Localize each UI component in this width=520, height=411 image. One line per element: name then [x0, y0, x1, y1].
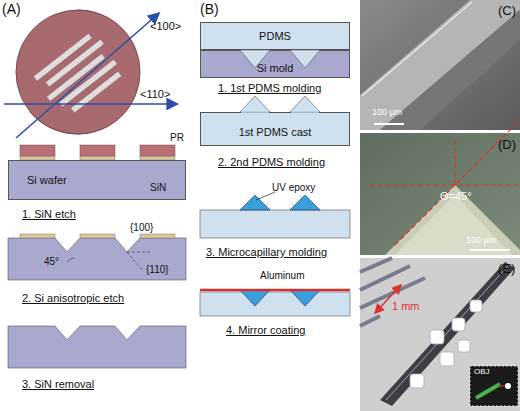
- step-caption: 1. SiN etch: [22, 208, 76, 220]
- step-caption: 2. Si anisotropic etch: [22, 292, 124, 304]
- capillary-photo: [360, 258, 520, 411]
- panel-label: (C): [498, 4, 516, 18]
- mold-layer: Si mold: [200, 50, 350, 78]
- step-caption: 4. Mirror coating: [226, 324, 305, 336]
- anisotropic-etch-cross-section: [8, 234, 186, 280]
- layer-label: PDMS: [259, 30, 291, 42]
- pdms-layer: PDMS: [200, 22, 350, 50]
- layer-label: Si wafer: [27, 174, 67, 186]
- angle-label: Θ=45°: [440, 190, 472, 202]
- material-label: PR: [170, 132, 184, 143]
- step-caption: 2. 2nd PDMS molding: [218, 156, 325, 168]
- material-label: UV epoxy: [272, 182, 315, 193]
- crystal-plane-label: {100}: [130, 222, 153, 233]
- material-label: SiN: [150, 182, 166, 193]
- mirror-coating: [200, 290, 350, 316]
- panel-label: (B): [200, 2, 219, 17]
- sem-photo: [360, 0, 520, 130]
- axis-label: <100>: [150, 20, 181, 32]
- panel-label: (A): [2, 2, 21, 17]
- layer-label: Si mold: [257, 62, 294, 74]
- panel-label: (D): [498, 138, 516, 152]
- step-caption: 1. 1st PDMS molding: [218, 82, 321, 94]
- step-caption: 3. SiN removal: [22, 378, 94, 390]
- inset-label: OBJ: [474, 368, 490, 377]
- step-caption: 3. Microcapillary molding: [206, 246, 327, 258]
- cast-layer: 1st PDMS cast: [200, 112, 350, 146]
- panel-label: (E): [498, 262, 515, 276]
- pdms-ridge: [290, 96, 320, 112]
- crystal-plane-label: {110}: [146, 264, 169, 275]
- microcapillary-molding: [200, 195, 350, 238]
- material-label: Aluminum: [260, 270, 304, 281]
- axis-label: <110>: [140, 88, 170, 100]
- layer-label: 1st PDMS cast: [239, 126, 312, 138]
- scale-bar-label: 100 μm: [466, 236, 496, 246]
- sin-removal-cross-section: [8, 326, 186, 368]
- microscope-photo: [360, 120, 520, 255]
- substrate-layer: Si wafer: [8, 160, 186, 200]
- pdms-ridge: [240, 96, 270, 112]
- dimension-label: 1 mm: [392, 300, 420, 312]
- leader-line: [256, 192, 275, 200]
- angle-label: 45°: [44, 256, 59, 267]
- scale-bar-label: 100 μm: [372, 108, 402, 118]
